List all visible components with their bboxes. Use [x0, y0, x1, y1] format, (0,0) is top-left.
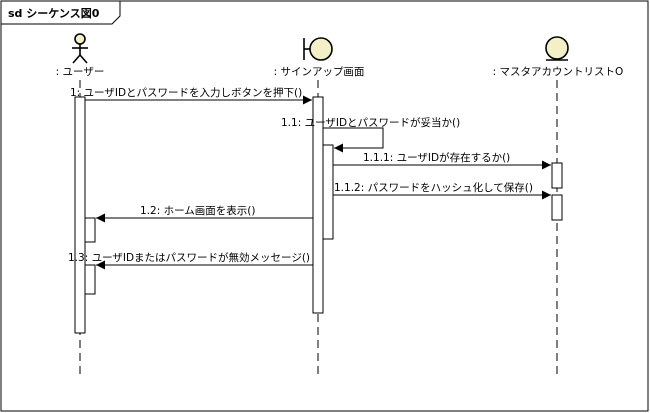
activation-bar-signup	[312, 96, 324, 314]
activation-bar-user-return-1	[84, 217, 96, 243]
message-1-1-2[interactable]: 1.1.2: パスワードをハッシュ化して保存()	[333, 181, 551, 200]
lifeline-label: : サインアップ画面	[274, 66, 365, 78]
lifeline-label: : マスタアカウントリストO	[493, 66, 624, 78]
activation-bar-account-list-2	[551, 194, 563, 221]
message-label: 1.2: ホーム画面を表示()	[140, 204, 255, 217]
message-label: 1.1: ユーザIDとパスワードが妥当か()	[281, 116, 460, 129]
message-label: 1.1.2: パスワードをハッシュ化して保存()	[334, 181, 533, 194]
message-label: 1.3: ユーザIDまたはパスワードが無効メッセージ()	[68, 251, 310, 264]
message-arrow	[323, 127, 384, 153]
entity-icon	[545, 36, 569, 61]
message-1-2[interactable]: 1.2: ホーム画面を表示()	[96, 204, 313, 223]
message-1[interactable]: 1: ユーザIDとパスワードを入力しボタンを押下()	[70, 86, 312, 105]
lifeline-label: : ユーザー	[56, 66, 105, 78]
activation-bar-signup-self	[322, 144, 334, 240]
actor-icon	[72, 33, 88, 64]
frame-title: sd シーケンス図0	[8, 6, 100, 20]
message-1-3[interactable]: 1.3: ユーザIDまたはパスワードが無効メッセージ()	[68, 251, 313, 270]
boundary-icon	[303, 37, 333, 61]
message-1-1-1[interactable]: 1.1.1: ユーザIDが存在するか()	[333, 151, 551, 170]
message-label: 1: ユーザIDとパスワードを入力しボタンを押下()	[70, 86, 302, 99]
activation-bar-user	[74, 96, 86, 334]
lifeline-master-account-list[interactable]: : マスタアカウントリストO	[493, 36, 624, 378]
frame-title-tab	[0, 0, 121, 25]
message-1-1[interactable]: 1.1: ユーザIDとパスワードが妥当か()	[281, 116, 460, 153]
activation-bar-user-return-2	[84, 264, 96, 295]
activation-bar-account-list-1	[551, 162, 563, 189]
message-label: 1.1.1: ユーザIDが存在するか()	[363, 151, 510, 164]
